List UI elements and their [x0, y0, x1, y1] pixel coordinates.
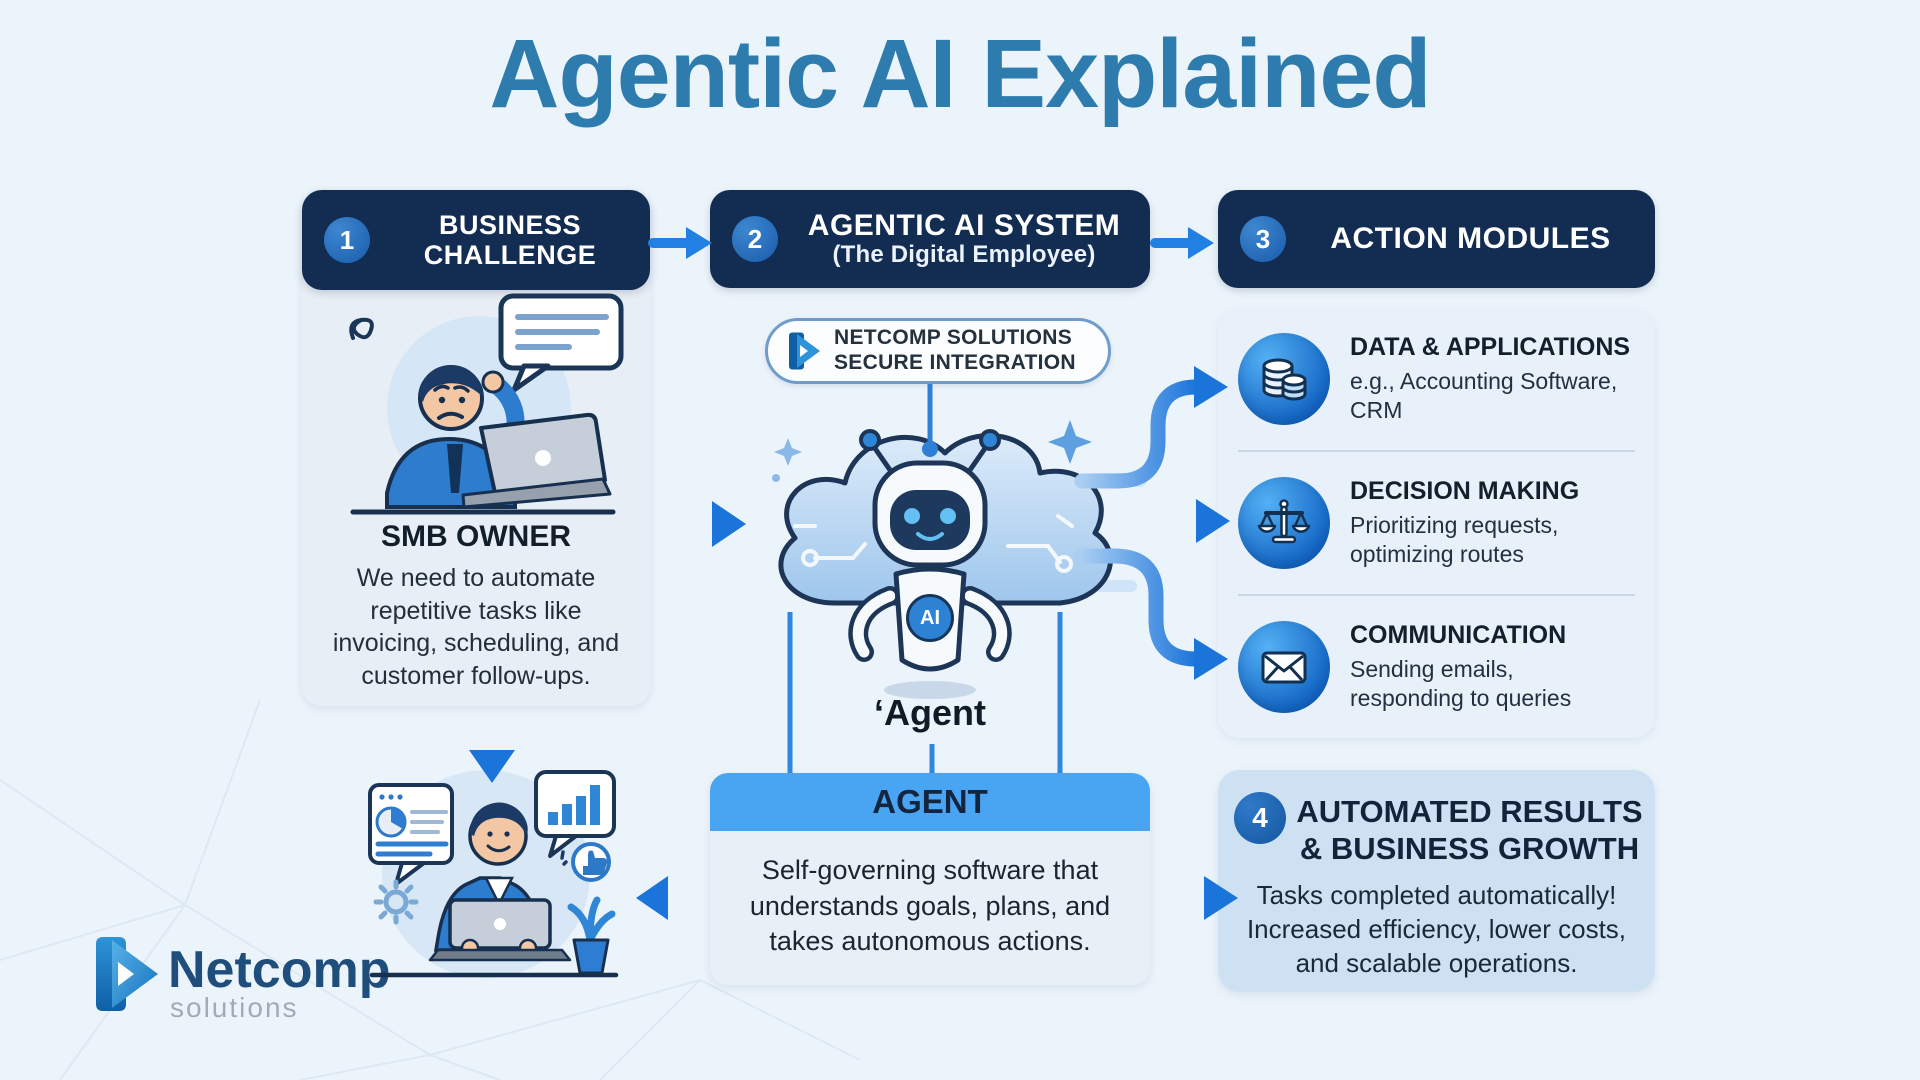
happy-owner-illustration — [368, 770, 619, 978]
section-1-number-badge: 1 — [324, 217, 370, 263]
section-1-title: BUSINESS CHALLENGE — [423, 209, 597, 270]
action-modules-card: DATA & APPLICATIONS e.g., Accounting Sof… — [1218, 308, 1655, 738]
laptop-icon — [461, 412, 612, 509]
agent-caption: ‘Agent — [874, 692, 986, 733]
module-title: DATA & APPLICATIONS — [1350, 332, 1631, 361]
section-2-header: 2 AGENTIC AI SYSTEM (The Digital Employe… — [710, 190, 1150, 288]
speech-bubble-icon — [498, 293, 624, 393]
business-challenge-card: 1 BUSINESS CHALLENGE — [302, 190, 650, 706]
envelope-icon — [1238, 621, 1330, 713]
ai-chip: AI — [906, 594, 954, 642]
circuit-traces — [793, 514, 1074, 573]
robot-figure — [848, 429, 1012, 699]
module-desc: Sending emails, responding to queries — [1350, 655, 1572, 711]
persona-quote: We need to automate repetitive tasks lik… — [332, 564, 620, 690]
divider — [1238, 594, 1635, 596]
persona-label: SMB OWNER — [381, 520, 571, 553]
section-4-number-badge: 4 — [1234, 792, 1286, 844]
laptop-icon — [428, 898, 572, 962]
brand-name: Netcomp — [168, 941, 391, 999]
module-title: COMMUNICATION — [1350, 620, 1567, 649]
module-desc: Prioritizing requests, optimizing routes — [1350, 511, 1559, 567]
module-item-data-applications: DATA & APPLICATIONS e.g., Accounting Sof… — [1218, 308, 1655, 450]
section-4-body: Tasks completed automatically! Increased… — [1246, 880, 1627, 978]
report-card-icon — [368, 783, 454, 886]
database-icon — [1238, 333, 1330, 425]
stressed-owner-illustration — [349, 293, 624, 515]
badge-text: NETCOMP SOLUTIONS SECURE INTEGRATION — [834, 326, 1076, 374]
page-title: Agentic AI Explained — [489, 19, 1431, 128]
agent-box-title: AGENT — [710, 773, 1150, 831]
sparkle-icon — [772, 420, 1092, 482]
results-card: 4 AUTOMATED RESULTS & BUSINESS GROWTH Ta… — [1218, 770, 1655, 992]
module-item-communication: COMMUNICATION Sending emails, responding… — [1218, 596, 1655, 738]
section-2-title: AGENTIC AI SYSTEM (The Digital Employee) — [807, 208, 1121, 269]
netcomp-logo-icon — [96, 937, 158, 1011]
divider — [1238, 450, 1635, 452]
agent-box-body: Self-governing software that understands… — [749, 855, 1111, 957]
stress-scribble-icon — [349, 317, 374, 340]
brand-subtitle: solutions — [170, 992, 299, 1023]
module-title: DECISION MAKING — [1350, 476, 1580, 505]
module-desc: e.g., Accounting Software, CRM — [1350, 367, 1618, 423]
stressed-man-figure — [385, 365, 525, 509]
section-3-header: 3 ACTION MODULES — [1218, 190, 1655, 288]
section-3-title: ACTION MODULES — [1330, 222, 1611, 256]
section-4-title: AUTOMATED RESULTS & BUSINESS GROWTH — [1296, 794, 1643, 866]
section-2-number-badge: 2 — [732, 216, 778, 262]
section-3-number-badge: 3 — [1240, 216, 1286, 262]
agent-definition-box: AGENT Self-governing software that under… — [710, 773, 1150, 985]
secure-integration-badge: NETCOMP SOLUTIONS SECURE INTEGRATION — [765, 318, 1111, 384]
scales-icon — [1238, 477, 1330, 569]
plant-icon — [567, 896, 616, 975]
section-1-header: 1 BUSINESS CHALLENGE — [302, 190, 650, 290]
module-item-decision-making: DECISION MAKING Prioritizing requests, o… — [1218, 452, 1655, 594]
growth-chart-bubble-icon — [534, 770, 616, 858]
thumbs-up-icon — [560, 842, 611, 882]
cloud-robot-illustration — [772, 420, 1113, 699]
badge-logo-icon — [789, 332, 820, 370]
gear-icon — [373, 879, 419, 925]
